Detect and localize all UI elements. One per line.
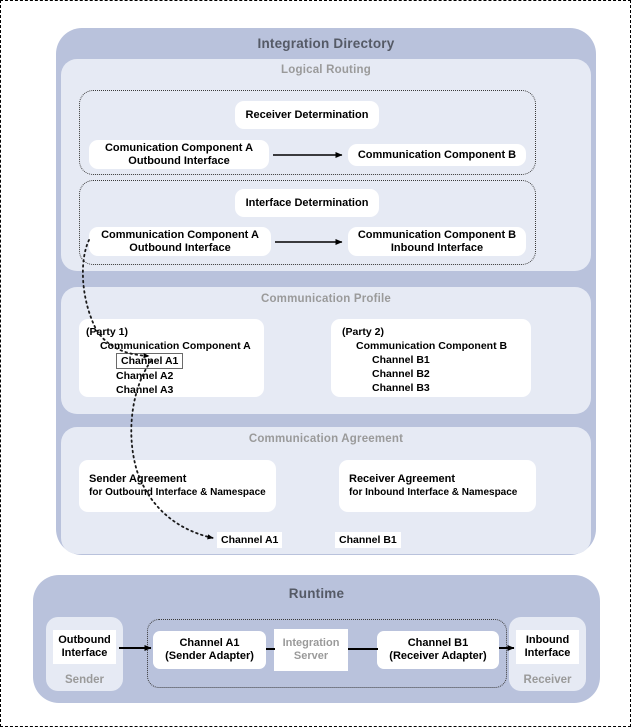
rd-source-line2: Outbound Interface bbox=[128, 154, 230, 167]
rd-source-line1: Comunication Component A bbox=[104, 141, 254, 154]
receiver-adapter-line1: Channel B1 bbox=[407, 637, 469, 649]
id-target-line1: Communication Component B bbox=[357, 228, 517, 241]
group-interface-determination bbox=[79, 180, 536, 265]
section-title-logical-routing: Logical Routing bbox=[281, 64, 371, 76]
box-outbound-interface[interactable]: Outbound Interface bbox=[53, 630, 116, 664]
sender-agreement-line2: for Outbound Interface & Namespace bbox=[89, 487, 266, 498]
box-rd-source[interactable]: Comunication Component A Outbound Interf… bbox=[89, 140, 269, 169]
runtime-receiver-label: Receiver bbox=[523, 674, 572, 686]
page-title: Integration Directory bbox=[257, 36, 395, 51]
box-interface-determination-title: Interface Determination bbox=[235, 189, 379, 217]
section-title-communication-agreement: Communication Agreement bbox=[248, 433, 404, 445]
id-source-line2: Outbound Interface bbox=[129, 241, 231, 254]
sender-agreement-line1: Sender Agreement bbox=[89, 473, 187, 485]
box-receiver-determination-title: Receiver Determination bbox=[235, 101, 379, 129]
rd-target-line1: Communication Component B bbox=[357, 148, 517, 161]
agreement-receiver-channel[interactable]: Channel B1 bbox=[335, 532, 401, 548]
party-2-label: (Party 2) bbox=[342, 326, 385, 338]
box-integration-server: Integration Server bbox=[274, 629, 348, 671]
runtime-pipeline-group bbox=[147, 619, 507, 688]
inbound-interface-line2: Interface bbox=[524, 647, 571, 659]
party-2-content: (Party 2) Communication Component B Chan… bbox=[342, 325, 532, 395]
party-1-label: (Party 1) bbox=[86, 326, 129, 338]
box-id-source[interactable]: Communication Component A Outbound Inter… bbox=[89, 227, 271, 256]
integration-server-line2: Server bbox=[293, 650, 329, 662]
box-receiver-adapter[interactable]: Channel B1 (Receiver Adapter) bbox=[377, 631, 499, 669]
agreement-sender-channel[interactable]: Channel A1 bbox=[217, 532, 283, 548]
receiver-agreement-line1: Receiver Agreement bbox=[349, 473, 455, 485]
runtime-title: Runtime bbox=[288, 586, 345, 601]
box-sender-adapter[interactable]: Channel A1 (Sender Adapter) bbox=[153, 631, 266, 669]
party-2-channel-2[interactable]: Channel B2 bbox=[372, 368, 430, 380]
inbound-interface-line1: Inbound bbox=[525, 634, 570, 646]
party-1-channel-3[interactable]: Channel A3 bbox=[116, 384, 174, 396]
box-party-2[interactable] bbox=[331, 319, 531, 397]
box-id-target[interactable]: Communication Component B Inbound Interf… bbox=[348, 227, 526, 256]
outbound-interface-line2: Interface bbox=[61, 647, 108, 659]
id-target-line2: Inbound Interface bbox=[390, 241, 484, 254]
section-title-communication-profile: Communication Profile bbox=[260, 293, 392, 305]
runtime-sender-label: Sender bbox=[65, 674, 104, 686]
party-1-channel-1-wrap[interactable]: Channel A1 bbox=[86, 353, 261, 369]
receiver-agreement-line2: for Inbound Interface & Namespace bbox=[349, 487, 518, 498]
sender-adapter-line1: Channel A1 bbox=[179, 637, 240, 649]
party-1-content: (Party 1) Communication Component A Chan… bbox=[86, 325, 261, 397]
interface-determination-label: Interface Determination bbox=[245, 196, 369, 209]
integration-server-line1: Integration bbox=[282, 637, 340, 649]
sender-adapter-line2: (Sender Adapter) bbox=[165, 650, 254, 662]
box-rd-target[interactable]: Communication Component B bbox=[348, 144, 526, 166]
receiver-determination-label: Receiver Determination bbox=[245, 108, 369, 121]
party-1-component: Communication Component A bbox=[100, 340, 251, 352]
party-2-channel-1[interactable]: Channel B1 bbox=[372, 354, 430, 366]
box-receiver-agreement[interactable]: Receiver Agreement for Inbound Interface… bbox=[339, 460, 536, 512]
box-inbound-interface[interactable]: Inbound Interface bbox=[516, 630, 579, 664]
party-2-channel-3[interactable]: Channel B3 bbox=[372, 382, 430, 394]
group-receiver-determination bbox=[79, 90, 536, 175]
party-1-channel-2[interactable]: Channel A2 bbox=[116, 370, 174, 382]
id-source-line1: Communication Component A bbox=[101, 228, 259, 241]
box-sender-agreement[interactable]: Sender Agreement for Outbound Interface … bbox=[79, 460, 276, 512]
party-2-component: Communication Component B bbox=[356, 340, 508, 352]
outbound-interface-line1: Outbound bbox=[58, 634, 111, 646]
party-1-channel-1[interactable]: Channel A1 bbox=[116, 353, 184, 369]
receiver-adapter-line2: (Receiver Adapter) bbox=[389, 650, 487, 662]
